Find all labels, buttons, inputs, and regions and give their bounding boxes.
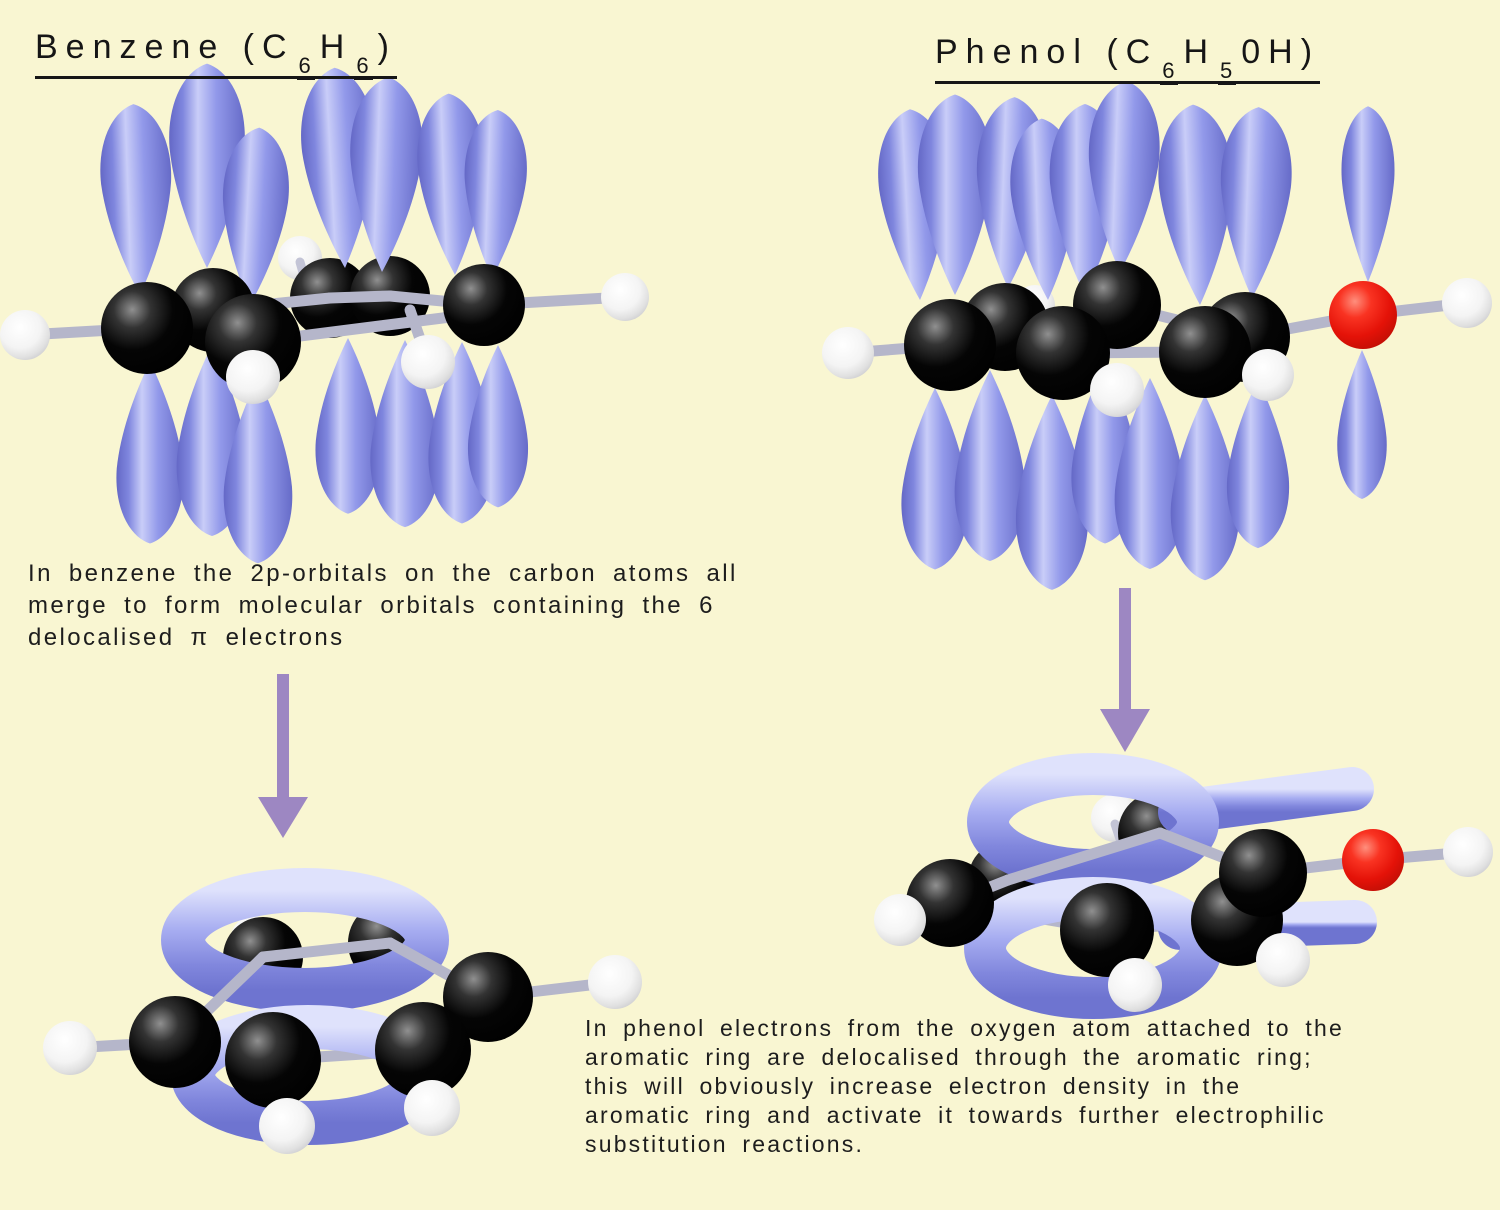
benzene-title-main: Benzene (C	[35, 28, 295, 66]
oxygen-p-orbital-upper	[1341, 106, 1395, 282]
phenol-title-subscript-2: 5	[1218, 58, 1237, 85]
oxygen-p-orbital-lower	[1337, 350, 1387, 499]
benzene-title-subscript-1: 6	[296, 53, 315, 80]
phenol-caption: In phenol electrons from the oxygen atom…	[585, 1015, 1344, 1157]
benzene-title-mid: H	[319, 28, 353, 66]
benzene-2p-orbitals-model	[0, 63, 649, 564]
hydrogen-atoms	[0, 273, 649, 404]
phenol-title-mid: H	[1183, 33, 1217, 71]
phenol-2p-orbitals-model	[822, 79, 1492, 590]
phenol-title-end: 0H)	[1241, 33, 1321, 71]
phenol-title-subscript-1: 6	[1160, 58, 1179, 85]
phenol-down-arrow-icon	[1100, 588, 1150, 752]
benzene-down-arrow-icon	[258, 674, 308, 838]
phenol-delocalised-pi-ring-model	[874, 753, 1493, 1019]
carbon-atoms	[906, 829, 1307, 977]
hydrogen-atoms	[874, 827, 1493, 1012]
benzene-title-subscript-2: 6	[354, 53, 373, 80]
benzene-delocalised-pi-ring-model	[43, 868, 642, 1154]
upper-pi-torus	[161, 868, 449, 1012]
carbon-atoms	[129, 952, 533, 1108]
oxygen-atom	[1329, 281, 1397, 349]
benzene-caption: In benzene the 2p-orbitals on the carbon…	[28, 560, 738, 651]
hydrogen-atoms	[43, 955, 642, 1154]
phenol-title-main: Phenol (C	[935, 33, 1159, 71]
benzene-title-end: )	[377, 28, 397, 66]
upper-pi-torus	[967, 753, 1219, 891]
hydrogen-atoms	[822, 278, 1492, 417]
oxygen-atom	[1342, 829, 1404, 891]
